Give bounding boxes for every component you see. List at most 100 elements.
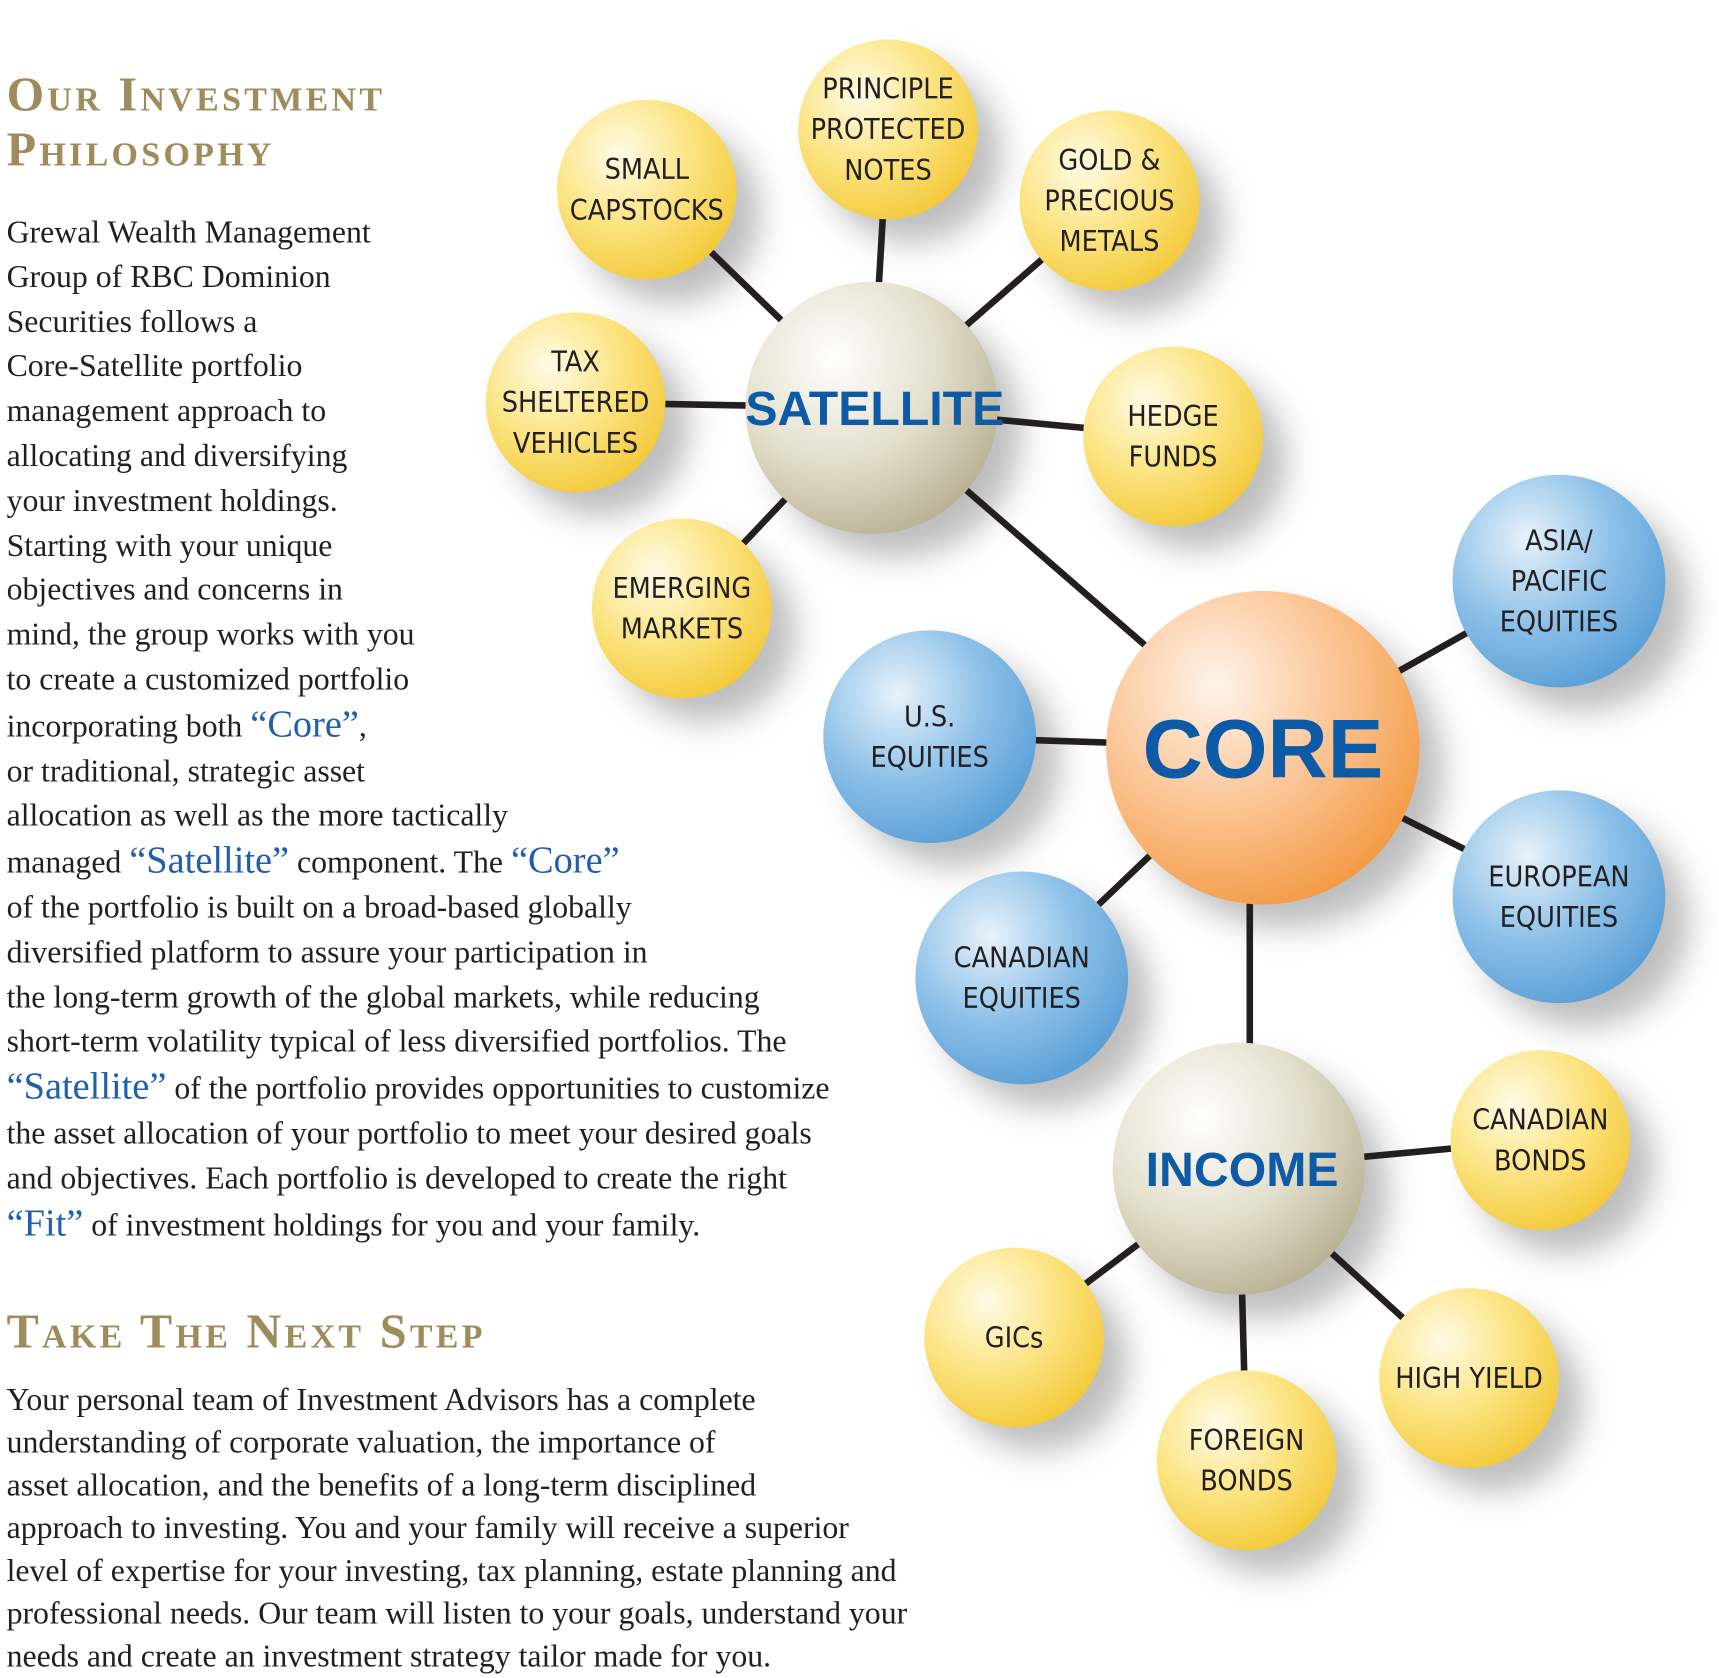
text-segment: Grewal Wealth Management (6, 214, 371, 250)
node-label: CANADIAN (954, 941, 1090, 974)
hub-income (1112, 1042, 1365, 1295)
text-segment: , (358, 709, 367, 745)
text-line: Starting with your unique (7, 524, 830, 569)
accent-term: “Satellite” (6, 1064, 167, 1108)
node-label: FUNDS (1129, 440, 1218, 473)
text-line: allocation as well as the more tacticall… (7, 794, 830, 839)
text-line: needs and create an investment strategy … (6, 1638, 772, 1675)
node-label: GICs (985, 1321, 1044, 1354)
text-line: mind, the group works with you (7, 613, 830, 658)
node-label: NOTES (844, 154, 932, 187)
text-line: level of expertise for your investing, t… (6, 1553, 897, 1589)
text-segment: Securities follows a (6, 304, 258, 340)
text-segment: of the portfolio provides opportunities … (166, 1071, 830, 1107)
accent-term: “Fit” (6, 1201, 84, 1244)
text-line: allocating and diversifying (7, 434, 830, 479)
text-segment: or traditional, strategic asset (6, 753, 366, 789)
text-segment: allocation as well as the more tacticall… (6, 798, 508, 834)
node-foreign-bonds (1156, 1370, 1337, 1551)
next-step-body: Your personal team of Investment Advisor… (7, 1379, 908, 1678)
node-label: VEHICLES (513, 427, 638, 460)
text-line: your investment holdings. (7, 479, 830, 524)
text-line: approach to investing. You and your fami… (6, 1510, 849, 1546)
node-label: CAPSTOCKS (570, 194, 724, 227)
node-label: EMERGING (612, 572, 751, 605)
text-segment: Starting with your unique (6, 527, 333, 564)
text-line: Your personal team of Investment Advisor… (6, 1382, 756, 1418)
node-label: HIGH YIELD (1395, 1362, 1543, 1395)
node-label: BONDS (1494, 1144, 1586, 1177)
text-line: diversified platform to assure your part… (7, 930, 830, 975)
node-label: SHELTERED (502, 386, 650, 419)
text-segment: mind, the group works with you (6, 617, 415, 653)
text-line: or traditional, strategic asset (7, 749, 830, 794)
node-label: METALS (1060, 225, 1160, 258)
hub-satellite (745, 281, 998, 534)
text-segment: the asset allocation of your portfolio t… (6, 1115, 812, 1152)
text-segment: the long-term growth of the global marke… (6, 979, 760, 1015)
text-line: of the portfolio is built on a broad-bas… (7, 886, 830, 931)
accent-term: “Core” (510, 838, 620, 882)
node-label: FOREIGN (1189, 1424, 1305, 1457)
text-line: to create a customized portfolio (7, 658, 830, 703)
hub-core (1106, 590, 1420, 905)
node-label: MARKETS (621, 613, 743, 646)
node-canadian-bonds (1450, 1050, 1631, 1231)
text-segment: of the portfolio is built on a broad-bas… (6, 890, 632, 926)
text-segment: your investment holdings. (6, 483, 338, 519)
accent-term: “Core” (250, 702, 359, 746)
text-segment: and objectives. Each portfolio is develo… (6, 1160, 787, 1196)
node-label: SMALL (605, 153, 690, 186)
node-high-yield (1379, 1288, 1559, 1468)
text-line: “Satellite” of the portfolio provides op… (7, 1065, 830, 1112)
node-label: PRINCIPLE (822, 73, 953, 106)
text-segment: managed (6, 845, 130, 881)
node-label: HEDGE (1127, 400, 1218, 433)
node-gics (924, 1247, 1104, 1428)
node-label: GOLD & (1058, 144, 1160, 177)
text-line: asset allocation, and the benefits of a … (6, 1467, 757, 1504)
node-label: CANADIAN (1472, 1104, 1608, 1137)
node-small-capstocks (556, 99, 737, 280)
hub-label: SATELLITE (745, 382, 1004, 436)
node-label: TAX (550, 346, 600, 379)
text-line: and objectives. Each portfolio is develo… (7, 1156, 830, 1201)
node-label: EQUITIES (870, 741, 988, 774)
text-line: professional needs. Our team will listen… (6, 1596, 908, 1632)
node-european-equities (1452, 790, 1666, 1004)
text-line: incorporating both “Core”, (7, 702, 830, 749)
node-label: EQUITIES (963, 982, 1081, 1015)
next-step-section: Take The Next Step Your personal team of… (7, 1305, 908, 1678)
text-line: objectives and concerns in (7, 568, 830, 613)
text-line: managed “Satellite” component. The “Core… (7, 839, 830, 886)
text-line: short-term volatility typical of less di… (7, 1020, 830, 1065)
node-gold-precious-metals (1019, 110, 1200, 291)
hub-label: INCOME (1146, 1143, 1339, 1197)
text-segment: Group of RBC Dominion (6, 259, 331, 295)
text-line: the long-term growth of the global marke… (7, 975, 830, 1020)
node-label: ASIA/ (1525, 524, 1593, 557)
hub-label: CORE (1143, 703, 1384, 796)
text-segment: objectives and concerns in (6, 572, 343, 608)
node-label: EQUITIES (1500, 605, 1618, 638)
heading-line: Our Investment (6, 67, 386, 122)
next-step-heading: Take The Next Step (6, 1304, 486, 1359)
node-label: PACIFIC (1511, 565, 1607, 598)
node-label: EQUITIES (1500, 901, 1618, 934)
text-line: management approach to (7, 389, 830, 434)
text-segment: management approach to (6, 393, 327, 429)
text-segment: diversified platform to assure your part… (6, 934, 648, 970)
accent-term: “Satellite” (129, 838, 290, 882)
text-segment: Core-Satellite portfolio (6, 349, 303, 385)
text-line: “Fit” of investment holdings for you and… (7, 1201, 830, 1248)
text-segment: short-term volatility typical of less di… (6, 1024, 787, 1060)
text-line: understanding of corporate valuation, th… (6, 1425, 716, 1461)
text-line: Group of RBC Dominion (7, 255, 830, 300)
text-line: the asset allocation of your portfolio t… (7, 1112, 830, 1157)
text-segment: incorporating both (6, 709, 251, 745)
node-asia-pacific-equities (1452, 474, 1666, 688)
node-principle-protected-notes (798, 39, 978, 220)
